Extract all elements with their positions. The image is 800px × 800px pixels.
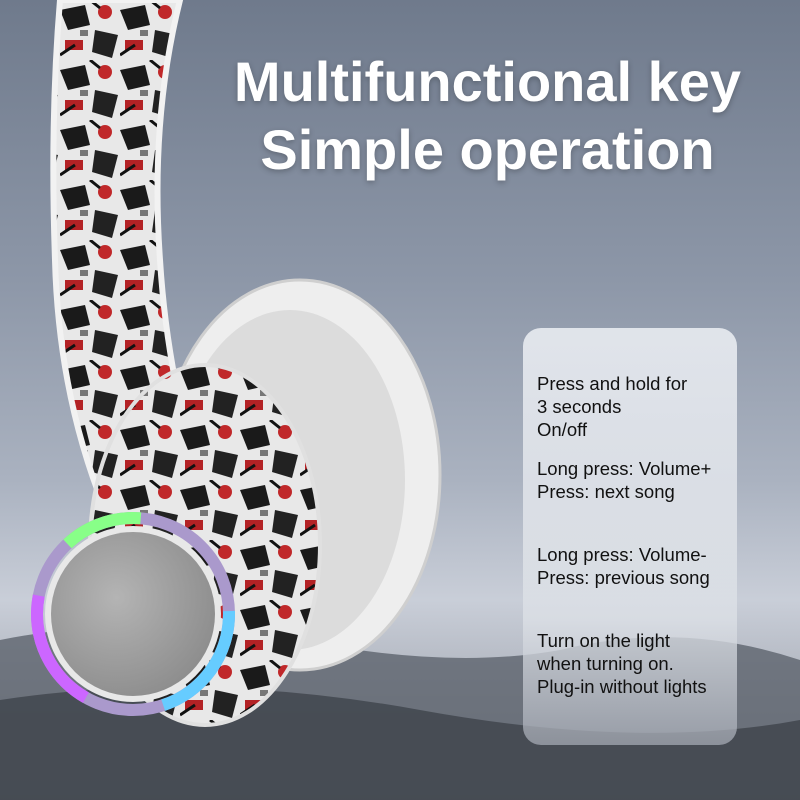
control-disc (51, 532, 215, 696)
instruction-power: Press and hold for 3 seconds On/off (537, 372, 737, 441)
instruction-line: Press: previous song (537, 567, 710, 588)
instruction-volume-up: Long press: Volume+ Press: next song (537, 457, 737, 503)
instruction-line: On/off (537, 419, 588, 440)
instruction-line: 3 seconds (537, 396, 622, 417)
instruction-line: when turning on. (537, 653, 674, 674)
headline-line1: Multifunctional key (233, 50, 742, 113)
instruction-panel: Press and hold for 3 seconds On/off Long… (523, 328, 737, 745)
headline-line2: Simple operation (260, 118, 715, 181)
instruction-line: Press: next song (537, 481, 675, 502)
instruction-line: Press and hold for (537, 373, 688, 394)
instruction-line: Plug-in without lights (537, 676, 707, 697)
instruction-line: Long press: Volume- (537, 544, 707, 565)
instruction-line: Long press: Volume+ (537, 458, 712, 479)
instruction-line: Turn on the light (537, 630, 671, 651)
headline: Multifunctional key Simple operation (180, 48, 795, 184)
instruction-volume-down: Long press: Volume- Press: previous song (537, 543, 737, 589)
instruction-light: Turn on the light when turning on. Plug-… (537, 629, 737, 698)
